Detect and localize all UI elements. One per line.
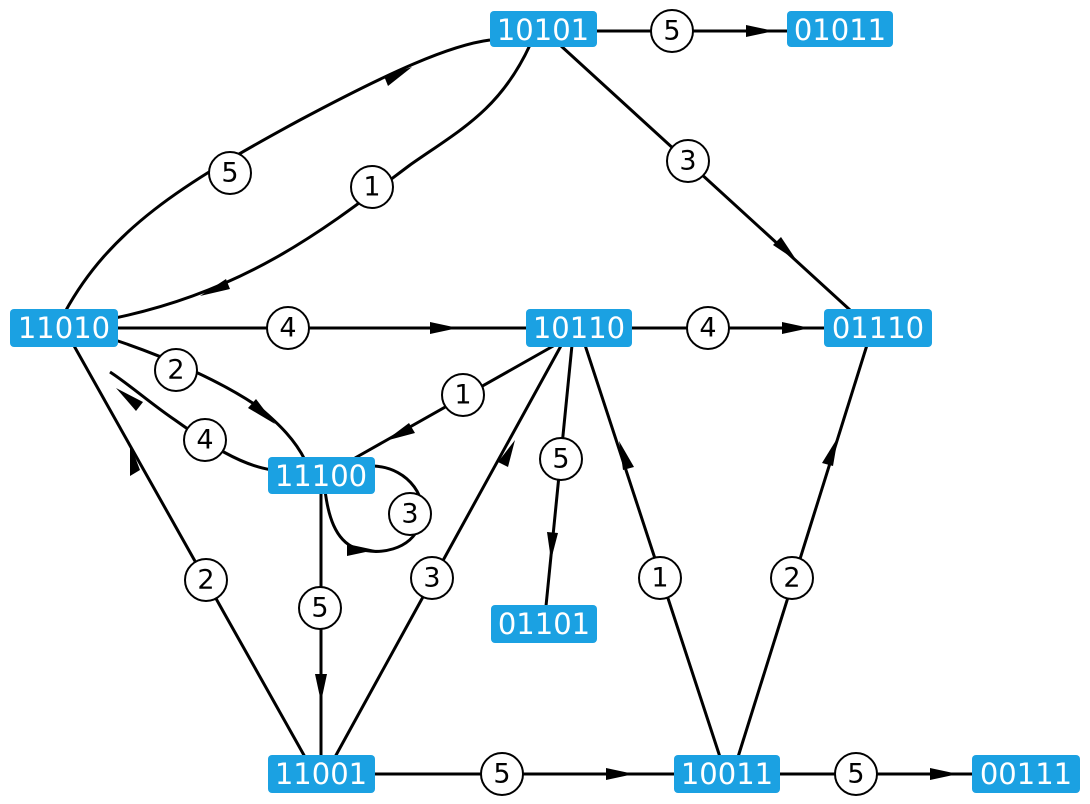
edge-11001-to-10110: 3 <box>333 343 564 758</box>
edge-label: 5 <box>847 759 864 790</box>
node-01101[interactable]: 01101 <box>491 605 597 643</box>
node-label: 00111 <box>980 757 1072 791</box>
edge-label-circle <box>650 9 694 53</box>
edge-11010-to-10101: 5 <box>63 38 491 313</box>
edge-label: 3 <box>679 146 696 177</box>
node-label: 01011 <box>794 13 886 47</box>
edge-10011-to-10110: 1 <box>583 344 722 758</box>
edge-label: 3 <box>401 499 418 530</box>
edge-label-circle <box>410 556 454 600</box>
edge-10110-to-01101: 5 <box>539 344 583 607</box>
arrowhead <box>782 322 810 334</box>
arrowhead <box>746 25 774 37</box>
node-10110[interactable]: 10110 <box>526 309 632 347</box>
edge-label-circle <box>666 139 710 183</box>
edge-label-circle <box>834 752 878 796</box>
edge-label-circle <box>266 306 310 350</box>
edge-label-circle <box>298 586 342 630</box>
edge-10011-to-00111: 5 <box>780 752 972 796</box>
node-10101[interactable]: 10101 <box>490 11 597 47</box>
node-10011[interactable]: 10011 <box>674 755 780 793</box>
edge-10110-to-01110: 4 <box>632 306 824 350</box>
node-01110[interactable]: 01110 <box>824 309 932 347</box>
node-label: 11010 <box>18 311 110 345</box>
edge-label: 2 <box>167 355 184 386</box>
arrowhead <box>385 423 415 441</box>
edge-10101-to-11010: 1 <box>114 44 532 320</box>
node-label: 01110 <box>832 311 924 345</box>
edge-label-circle <box>154 348 198 392</box>
node-label: 11100 <box>275 459 367 493</box>
edge-label: 5 <box>552 444 569 475</box>
arrowhead <box>822 437 838 466</box>
arrowhead <box>384 67 412 86</box>
edge-11001-to-11010: 2 <box>71 343 307 758</box>
edge-10011-to-01110: 2 <box>736 344 869 758</box>
arrowhead <box>116 388 143 411</box>
arrowhead <box>248 399 275 424</box>
arrowhead <box>606 768 634 780</box>
edge-10101-to-01011: 5 <box>597 9 787 53</box>
node-label: 10110 <box>533 311 625 345</box>
node-label: 01101 <box>498 607 590 641</box>
node-01011[interactable]: 01011 <box>787 11 893 47</box>
edge-label: 5 <box>493 759 510 790</box>
edge-label-circle <box>686 306 730 350</box>
edge-11100-to-11001: 5 <box>298 492 342 756</box>
edge-label: 1 <box>363 172 380 203</box>
edge-label: 2 <box>783 563 800 594</box>
edge-label: 5 <box>221 158 238 189</box>
edge-label-circle <box>388 492 432 536</box>
edge-10101-to-01110: 3 <box>558 43 852 312</box>
edge-11100-self-loop: 3 <box>323 464 432 556</box>
node-11001[interactable]: 11001 <box>268 755 375 793</box>
node-00111[interactable]: 00111 <box>972 755 1080 793</box>
arrowhead <box>619 441 634 470</box>
edge-label-circle <box>350 165 394 209</box>
edge-label: 5 <box>663 16 680 47</box>
edge-label-circle <box>208 151 252 195</box>
node-11100[interactable]: 11100 <box>268 457 375 494</box>
node-label: 11001 <box>275 757 367 791</box>
arrowhead <box>200 279 230 296</box>
edge-label: 4 <box>279 313 296 344</box>
arrowhead <box>547 532 558 560</box>
edge-label: 3 <box>423 563 440 594</box>
edge-11100-to-11010: 4 <box>109 370 273 472</box>
edge-label-circle <box>184 558 228 602</box>
edge-11001-to-10011: 5 <box>374 752 674 796</box>
edge-11010-to-10110: 4 <box>118 306 526 350</box>
arrowhead <box>930 768 958 780</box>
edge-label: 1 <box>454 380 471 411</box>
edge-label-circle <box>638 556 682 600</box>
arrowhead <box>430 322 458 334</box>
edge-label: 5 <box>311 593 328 624</box>
edge-label: 4 <box>699 313 716 344</box>
arrowhead <box>773 237 797 261</box>
edge-label-circle <box>441 373 485 417</box>
edge-label-circle <box>539 437 583 481</box>
arrowhead <box>347 544 375 556</box>
node-label: 10011 <box>681 757 773 791</box>
edge-label: 2 <box>197 565 214 596</box>
edge-11010-to-11100: 2 <box>114 338 307 461</box>
arrowhead <box>498 440 515 467</box>
edge-label-circle <box>183 418 227 462</box>
edge-label-circle <box>480 752 524 796</box>
edge-label-circle <box>770 556 814 600</box>
arrowhead <box>315 674 327 702</box>
edge-label: 4 <box>196 425 213 456</box>
edge-10110-to-11100: 1 <box>354 343 556 460</box>
node-11010[interactable]: 11010 <box>10 309 118 347</box>
arrowhead <box>130 444 140 476</box>
edge-label: 1 <box>651 563 668 594</box>
node-label: 10101 <box>497 13 589 47</box>
